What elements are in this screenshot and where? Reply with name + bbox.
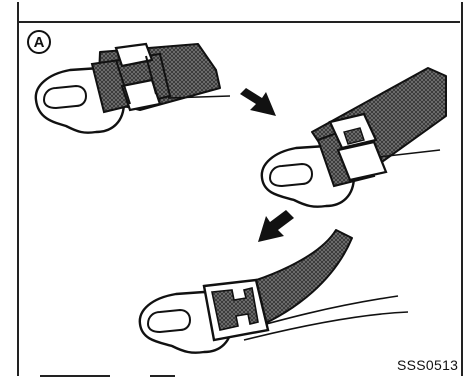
step-3-tongue-assembly xyxy=(140,230,408,353)
step-2-tongue-assembly xyxy=(262,68,446,207)
tongue-slot-2 xyxy=(270,164,312,186)
tongue-slot-1 xyxy=(44,86,86,108)
arrow-step-1-to-2 xyxy=(240,88,276,116)
panel-label: A xyxy=(27,30,51,54)
figure-code: SSS0513 xyxy=(397,357,465,373)
tongue-slot-3 xyxy=(148,310,190,332)
step-1-tongue-assembly xyxy=(36,44,230,133)
arrow-step-2-to-3 xyxy=(258,210,294,242)
